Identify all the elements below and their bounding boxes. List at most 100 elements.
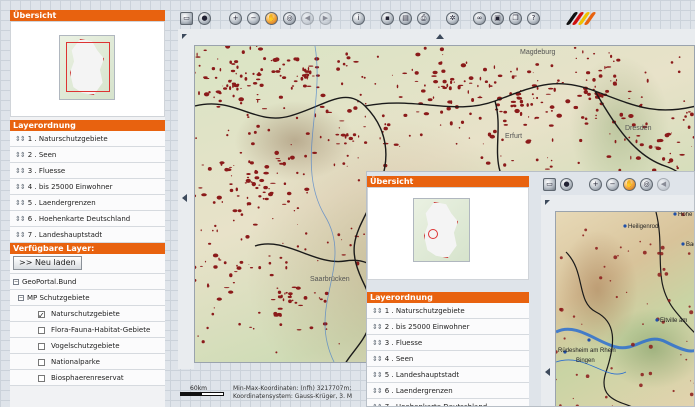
tree-item-4[interactable]: Nationalparke — [10, 354, 165, 370]
main-layer-row-3[interactable]: ⇕⇕3 . Fluesse — [10, 163, 165, 179]
main-layer-row-1[interactable]: ⇕⇕1 . Naturschutzgebiete — [10, 131, 165, 147]
protected-area-mark — [236, 87, 239, 91]
move-arrows-icon[interactable]: ⇕⇕ — [15, 215, 26, 223]
popup-overview-map[interactable] — [367, 187, 529, 280]
protected-area-mark — [628, 114, 634, 118]
popup-zoom-in-icon[interactable]: + — [589, 178, 602, 191]
pan-northwest-icon[interactable] — [182, 34, 187, 39]
popup-new-page-icon[interactable]: ▭ — [543, 178, 556, 191]
export-icon[interactable]: ▤ — [399, 11, 412, 25]
move-arrows-icon[interactable]: ⇕⇕ — [372, 371, 383, 379]
popup-layer-row-7[interactable]: ⇕⇕7 . Hoehenkarte Deutschland — [367, 399, 529, 407]
pan-north-icon[interactable] — [436, 34, 444, 39]
window-icon[interactable]: ❐ — [509, 11, 522, 25]
tree-item-5[interactable]: Biosphaerenreservat — [10, 370, 165, 386]
forward-icon[interactable]: ▶ — [319, 11, 332, 25]
main-layer-row-5[interactable]: ⇕⇕5 . Laendergrenzen — [10, 195, 165, 211]
move-arrows-icon[interactable]: ⇕⇕ — [372, 307, 383, 315]
move-arrows-icon[interactable]: ⇕⇕ — [15, 167, 26, 175]
protected-area-mark — [342, 62, 346, 66]
layer-checkbox[interactable] — [38, 326, 45, 334]
popup-layer-row-1[interactable]: ⇕⇕1 . Naturschutzgebiete — [367, 303, 529, 319]
popup-overview-thumbnail[interactable] — [413, 198, 470, 262]
protected-area-mark — [345, 52, 348, 56]
tree-group[interactable]: −MP Schutzgebiete — [10, 290, 165, 306]
protected-area-mark — [450, 77, 455, 81]
popup-map-left-edge — [541, 195, 555, 406]
save-icon[interactable]: ▪ — [381, 11, 394, 25]
popup-pan-west-icon[interactable] — [545, 368, 550, 376]
info-icon[interactable]: i — [352, 11, 365, 25]
back-icon[interactable]: ◀ — [301, 11, 314, 25]
protected-area-mark — [246, 202, 252, 206]
tree-item-1[interactable]: Naturschutzgebiete — [10, 306, 165, 322]
protected-area-mark — [511, 160, 515, 162]
protected-area-mark — [342, 162, 346, 165]
layer-checkbox[interactable] — [38, 308, 45, 321]
help-icon[interactable]: ? — [527, 11, 540, 25]
protected-area-mark — [526, 139, 532, 142]
layer-checkbox[interactable] — [38, 358, 45, 366]
popup-pan-hand-icon[interactable]: ✋ — [623, 178, 636, 191]
main-layer-row-7[interactable]: ⇕⇕7 . Landeshauptstadt — [10, 227, 165, 243]
layer-checkbox[interactable] — [38, 342, 45, 350]
popup-layer-row-6[interactable]: ⇕⇕6 . Laendergrenzen — [367, 383, 529, 399]
move-arrows-icon[interactable]: ⇕⇕ — [15, 183, 26, 191]
main-layer-row-6[interactable]: ⇕⇕6 . Hoehenkarte Deutschland — [10, 211, 165, 227]
popup-layer-row-5[interactable]: ⇕⇕5 . Landeshauptstadt — [367, 367, 529, 383]
popup-layer-row-3[interactable]: ⇕⇕3 . Fluesse — [367, 335, 529, 351]
city-label: Dresden — [625, 125, 652, 132]
protected-area-mark — [587, 92, 591, 96]
viewport-frame[interactable] — [66, 42, 110, 92]
popup-window[interactable]: Übersicht Layerordnung ⇕⇕1 . Naturschutz… — [366, 171, 695, 407]
popup-back-icon[interactable]: ◀ — [657, 178, 670, 191]
zoom-out-icon[interactable]: − — [247, 11, 260, 25]
zoom-extent-icon[interactable]: ◎ — [283, 11, 296, 25]
move-arrows-icon[interactable]: ⇕⇕ — [15, 135, 26, 143]
new-page-icon[interactable]: ▭ — [180, 11, 193, 25]
popup-zoom-extent-icon[interactable]: ◎ — [640, 178, 653, 191]
protected-area-mark — [635, 156, 641, 160]
protected-area-mark — [314, 113, 317, 118]
popup-map[interactable]: HeiligenrodHoheBad SEltville amRüdesheim… — [555, 211, 694, 406]
layer-checkbox[interactable] — [38, 374, 45, 382]
move-arrows-icon[interactable]: ⇕⇕ — [372, 387, 383, 395]
pan-hand-icon[interactable]: ✋ — [265, 11, 278, 25]
settings-icon[interactable]: ✲ — [446, 11, 459, 25]
user-icon[interactable]: ● — [198, 11, 211, 25]
popup-viewport-marker[interactable] — [428, 229, 438, 239]
overview-thumbnail[interactable] — [59, 35, 115, 100]
move-arrows-icon[interactable]: ⇕⇕ — [372, 403, 383, 407]
protected-area-mark — [195, 56, 201, 58]
measure-icon[interactable]: ▣ — [491, 11, 504, 25]
popup-layer-row-2[interactable]: ⇕⇕2 . bis 25000 Einwohner — [367, 319, 529, 335]
collapse-icon[interactable]: − — [18, 295, 24, 301]
tree-root[interactable]: −GeoPortal.Bund — [10, 274, 165, 290]
move-arrows-icon[interactable]: ⇕⇕ — [15, 199, 26, 207]
print-icon[interactable]: ⎙ — [417, 11, 430, 25]
collapse-icon[interactable]: − — [13, 279, 19, 285]
protected-area-mark — [317, 260, 319, 262]
move-arrows-icon[interactable]: ⇕⇕ — [372, 339, 383, 347]
overview-map[interactable] — [10, 21, 165, 117]
popup-zoom-out-icon[interactable]: − — [606, 178, 619, 191]
move-arrows-icon[interactable]: ⇕⇕ — [15, 151, 26, 159]
tree-item-3[interactable]: Vogelschutzgebiete — [10, 338, 165, 354]
popup-user-icon[interactable]: ● — [560, 178, 573, 191]
popup-layer-row-4[interactable]: ⇕⇕4 . Seen — [367, 351, 529, 367]
popup-pan-northwest-icon[interactable] — [545, 200, 550, 205]
move-arrows-icon[interactable]: ⇕⇕ — [372, 323, 383, 331]
main-layer-row-2[interactable]: ⇕⇕2 . Seen — [10, 147, 165, 163]
tree-item-2[interactable]: Flora-Fauna-Habitat-Gebiete — [10, 322, 165, 338]
reload-button[interactable]: >> Neu laden — [13, 256, 82, 270]
protected-area-mark — [363, 233, 365, 235]
link-icon[interactable]: ∞ — [473, 11, 486, 25]
protected-area-mark — [646, 78, 649, 83]
move-arrows-icon[interactable]: ⇕⇕ — [15, 231, 26, 239]
move-arrows-icon[interactable]: ⇕⇕ — [372, 355, 383, 363]
protected-area-mark — [485, 161, 491, 165]
main-layer-row-4[interactable]: ⇕⇕4 . bis 25000 Einwohner — [10, 179, 165, 195]
zoom-in-icon[interactable]: + — [229, 11, 242, 25]
pan-west-icon[interactable] — [182, 194, 187, 202]
protected-area-mark — [245, 178, 251, 183]
